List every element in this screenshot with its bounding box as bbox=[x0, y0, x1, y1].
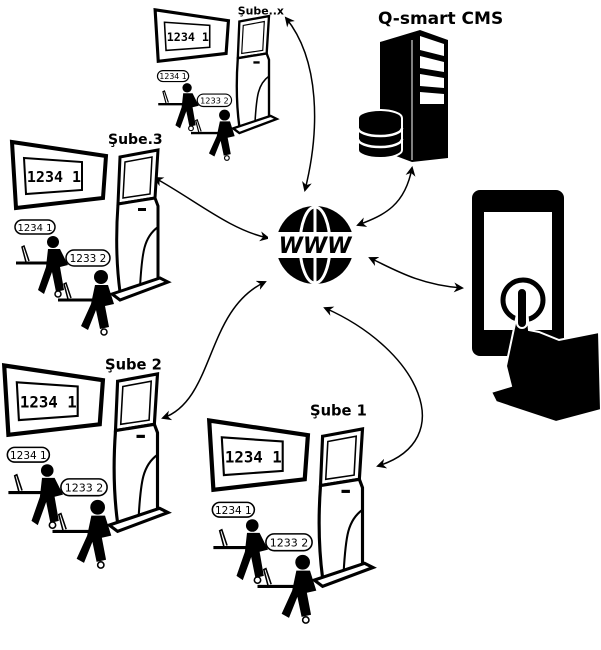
ticket-number: 1233 2 bbox=[65, 482, 104, 495]
cms-title: Q-smart CMS bbox=[378, 9, 503, 29]
branch-sube1: Şube 1 1234 1 1234 1 bbox=[206, 402, 377, 624]
ticket-number: 1234 1 bbox=[10, 450, 47, 462]
smartphone-touch-icon bbox=[472, 190, 601, 424]
connections bbox=[153, 16, 464, 469]
display-number: 1234 1 bbox=[167, 30, 209, 44]
globe-www-icon: WWW bbox=[268, 205, 362, 285]
branch-name: Şube 1 bbox=[310, 402, 367, 419]
kiosk-icon bbox=[230, 14, 280, 135]
branch-sube2: Şube 2 1234 1 1234 1 bbox=[1, 357, 172, 569]
branch-sube3: Şube.3 1234 1 1234 1 bbox=[9, 132, 172, 336]
operator-icon bbox=[8, 464, 63, 530]
display-number: 1234 1 bbox=[27, 168, 81, 186]
queue-display-icon: 1234 1 bbox=[1, 363, 106, 438]
queue-display-icon: 1234 1 bbox=[153, 7, 231, 64]
ticket-number: 1234 1 bbox=[215, 505, 252, 517]
ticket-number: 1234 1 bbox=[159, 72, 186, 81]
arrow-sube1-www bbox=[323, 306, 423, 469]
operator-icon bbox=[158, 83, 199, 132]
ticket-bubble: 1234 1 bbox=[211, 501, 256, 518]
operator-icon bbox=[58, 270, 114, 336]
ticket-bubble: 1234 1 bbox=[14, 219, 56, 235]
kiosk-icon bbox=[105, 371, 172, 534]
ticket-bubble: 1233 2 bbox=[265, 533, 313, 552]
operator-icon bbox=[213, 519, 268, 585]
arrow-sube3-www bbox=[153, 177, 270, 242]
arrow-mobile-www bbox=[368, 256, 464, 293]
operator-icon bbox=[52, 499, 112, 569]
ticket-bubble: 1234 1 bbox=[156, 70, 190, 83]
operator-icon bbox=[16, 236, 68, 298]
branch-subex: Şube..x 1234 1 1234 1 bbox=[153, 4, 284, 161]
operator-icon bbox=[257, 554, 317, 624]
kiosk-icon bbox=[108, 148, 172, 302]
queue-display-icon: 1234 1 bbox=[206, 418, 311, 493]
display-number: 1234 1 bbox=[20, 393, 77, 412]
www-label: WWW bbox=[279, 234, 354, 259]
branch-name: Şube.3 bbox=[108, 132, 163, 148]
arrow-sube2-www bbox=[161, 280, 267, 421]
display-number: 1234 1 bbox=[225, 448, 282, 467]
kiosk-icon bbox=[310, 426, 377, 589]
branch-name: Şube..x bbox=[238, 4, 284, 17]
ticket-number: 1233 2 bbox=[70, 253, 107, 265]
database-icon bbox=[356, 109, 404, 159]
ticket-number: 1234 1 bbox=[18, 223, 53, 234]
ticket-number: 1233 2 bbox=[200, 95, 229, 105]
arrow-cms-www bbox=[356, 166, 416, 227]
ticket-bubble: 1233 2 bbox=[60, 478, 108, 497]
branch-name: Şube 2 bbox=[105, 357, 162, 374]
ticket-number: 1233 2 bbox=[270, 537, 309, 550]
ticket-bubble: 1233 2 bbox=[196, 93, 233, 108]
ticket-bubble: 1234 1 bbox=[6, 446, 51, 463]
operator-icon bbox=[190, 109, 235, 161]
queue-display-icon: 1234 1 bbox=[9, 139, 109, 211]
ticket-bubble: 1233 2 bbox=[65, 249, 111, 267]
arrow-subex-www bbox=[284, 16, 316, 192]
